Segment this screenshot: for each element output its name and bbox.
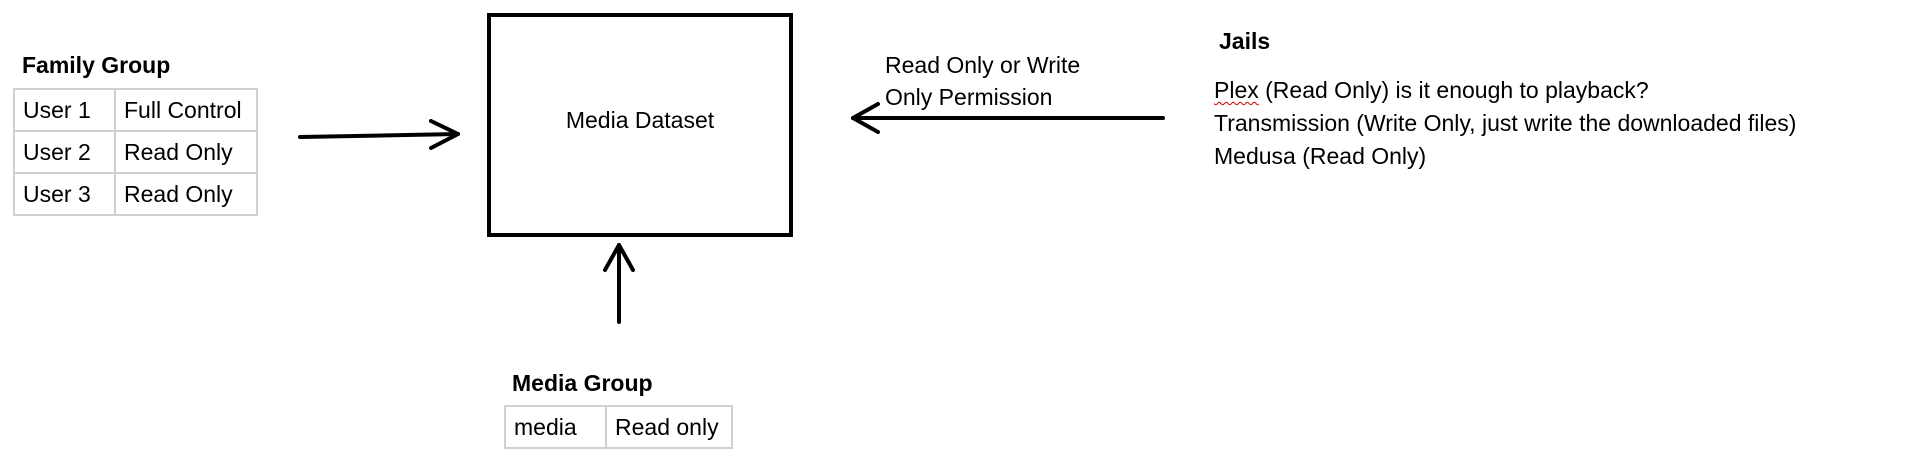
list-item: Medusa (Read Only) (1214, 140, 1796, 173)
permission-cell: Full Control (114, 88, 258, 132)
user-cell: media (504, 405, 607, 449)
jails-list: Plex (Read Only) is it enough to playbac… (1214, 74, 1796, 173)
jail-name: Plex (1214, 77, 1259, 103)
jail-description: (Write Only, just write the downloaded f… (1349, 110, 1797, 136)
jail-name: Transmission (1214, 110, 1350, 136)
media-dataset-label: Media Dataset (565, 106, 715, 133)
family-to-dataset-arrow (298, 119, 460, 150)
jail-description: (Read Only) is it enough to playback? (1258, 77, 1649, 103)
permission-note-line-2: Only Permission (885, 84, 1053, 110)
media-group-to-dataset-arrow (603, 243, 635, 324)
user-cell: User 3 (13, 172, 116, 216)
jail-description: (Read Only) (1295, 143, 1427, 169)
list-item: Plex (Read Only) is it enough to playbac… (1214, 74, 1796, 107)
permission-cell: Read only (605, 405, 733, 449)
jails-title: Jails (1219, 28, 1271, 54)
permission-cell: Read Only (114, 172, 258, 216)
family-group-title: Family Group (22, 52, 171, 78)
permission-note-line-1: Read Only or Write (885, 52, 1081, 78)
table-row: media Read only (504, 405, 733, 449)
user-cell: User 2 (13, 130, 116, 174)
list-item: Transmission (Write Only, just write the… (1214, 107, 1796, 140)
table-row: User 2 Read Only (13, 130, 258, 174)
media-group-table: media Read only (504, 405, 733, 449)
media-group-title: Media Group (512, 370, 653, 396)
jail-name: Medusa (1214, 143, 1296, 169)
media-dataset-box: Media Dataset (487, 13, 793, 237)
table-row: User 3 Read Only (13, 172, 258, 216)
table-row: User 1 Full Control (13, 88, 258, 132)
user-cell: User 1 (13, 88, 116, 132)
jails-to-dataset-arrow (851, 102, 1165, 134)
permission-cell: Read Only (114, 130, 258, 174)
family-group-table: User 1 Full Control User 2 Read Only Use… (13, 88, 258, 216)
permission-note: Read Only or Write Only Permission (885, 49, 1080, 113)
